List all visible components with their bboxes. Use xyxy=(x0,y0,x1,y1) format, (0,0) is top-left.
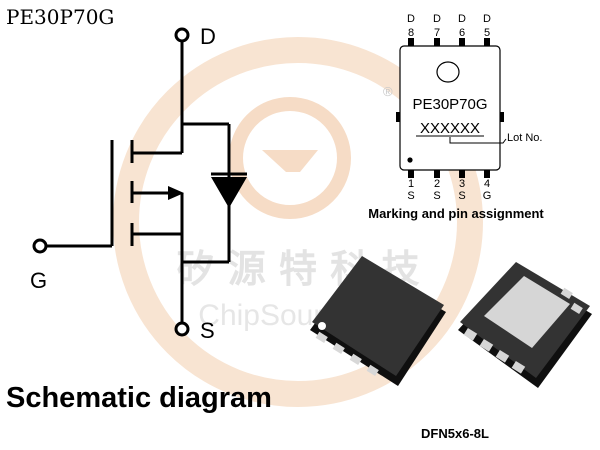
bottom-pin-name: S xyxy=(433,190,440,202)
registered-mark: ® xyxy=(383,84,393,99)
lot-number-label: Lot No. xyxy=(507,132,542,144)
source-terminal xyxy=(174,321,190,337)
chip-pin xyxy=(495,349,510,363)
bottom-pin-number: 1 xyxy=(408,178,414,190)
diode-triangle-icon xyxy=(211,177,247,208)
side-tab-right xyxy=(500,112,504,122)
watermark-logo-mark xyxy=(262,150,318,172)
chip-pin xyxy=(332,342,345,355)
top-pin-row: D 8 D 7 D 6 D 5 xyxy=(407,13,491,39)
gate-label: G xyxy=(30,268,47,293)
top-pin-name: D xyxy=(458,13,466,25)
top-pin-name: D xyxy=(433,13,441,25)
chip-top-face xyxy=(312,256,444,376)
chip-pin xyxy=(570,302,583,315)
chip-pin xyxy=(511,360,526,374)
marking-caption: Marking and pin assignment xyxy=(368,206,544,221)
source-label: S xyxy=(200,318,215,343)
bottom-pin-number: 4 xyxy=(484,178,490,190)
top-pin-number: 5 xyxy=(484,27,490,39)
chip-pin xyxy=(315,331,328,344)
drain-label: D xyxy=(200,24,216,49)
pin-tab xyxy=(459,38,465,47)
chip-bottom-pins xyxy=(463,287,583,374)
top-pin-number: 7 xyxy=(434,27,440,39)
pin-tab xyxy=(408,38,414,47)
watermark-inner-ring xyxy=(229,97,351,219)
chip-pin xyxy=(463,327,478,341)
bottom-pin-name: S xyxy=(407,190,414,202)
top-pin-number: 6 xyxy=(459,27,465,39)
mosfet-schematic xyxy=(32,27,247,337)
package-outline xyxy=(399,45,501,171)
top-pin-name: D xyxy=(407,13,415,25)
chip-pin xyxy=(479,338,494,352)
top-pin-number: 8 xyxy=(408,27,414,39)
pin-tab xyxy=(434,38,440,47)
bottom-pin-number: 3 xyxy=(459,178,465,190)
pin-tab xyxy=(459,170,465,178)
marking-part-number: PE30P70G xyxy=(412,96,487,113)
package-top-view xyxy=(310,256,446,386)
top-pin-tabs xyxy=(408,38,490,47)
bottom-pin-number: 2 xyxy=(434,178,440,190)
pin-tab xyxy=(408,170,414,178)
pin-tab xyxy=(484,170,490,178)
top-pin-name: D xyxy=(483,13,491,25)
header-part-number: PE30P70G xyxy=(6,5,114,29)
watermark-outer-ring xyxy=(113,37,483,407)
package-bottom-view xyxy=(458,262,592,388)
schematic-title: Schematic diagram xyxy=(6,382,272,414)
lot-leader-line xyxy=(449,137,507,144)
gate-terminal xyxy=(32,238,48,254)
pin-tab xyxy=(484,38,490,47)
pin1-marker-dot xyxy=(407,157,413,163)
chip-pin xyxy=(349,353,362,366)
marking-lot-code: XXXXXX xyxy=(420,120,480,137)
watermark: 矽 源 特 科 技 ChipSourceTek xyxy=(113,37,483,407)
bottom-pin-row: 1 S 2 S 3 S 4 G xyxy=(407,178,491,202)
chip-pin1-dot xyxy=(318,322,326,330)
body-arrow-icon xyxy=(168,186,184,200)
bottom-pin-name: S xyxy=(458,190,465,202)
pin-tab xyxy=(434,170,440,178)
chip-top-pins xyxy=(315,331,379,377)
bottom-pin-tabs xyxy=(408,170,490,178)
chip-pin xyxy=(366,364,379,377)
bottom-pin-name: G xyxy=(483,190,492,202)
chip-pin xyxy=(560,287,573,300)
package-caption: DFN5x6-8L xyxy=(421,426,489,441)
orientation-dimple xyxy=(436,61,460,83)
chip-thermal-pad xyxy=(484,276,570,348)
drain-terminal xyxy=(174,27,190,43)
side-tab-left xyxy=(396,112,400,122)
marking-diagram: D 8 D 7 D 6 D 5 ® PE30P70G XXXXXX Lot No… xyxy=(368,13,544,221)
